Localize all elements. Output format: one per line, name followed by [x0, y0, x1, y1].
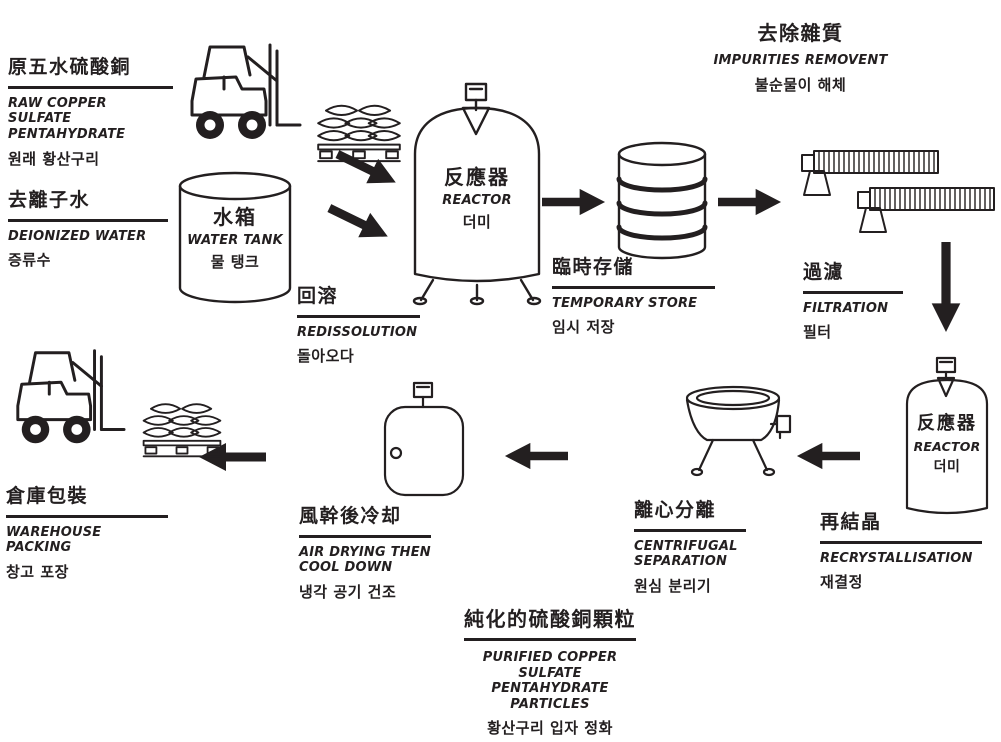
label-recrystallisation: 再結晶 RECRYSTALLISATION 재결정: [820, 511, 982, 592]
label-raw-material-zh: 原五水硫酸銅: [8, 56, 173, 89]
reactor-right-label: 反應器 REACTOR 더미: [903, 413, 991, 476]
label-raw-material-en: RAW COPPER SULFATE PENTAHYDRATE: [8, 95, 126, 143]
arrow-reactor-to-store-icon: [542, 186, 606, 218]
label-impurities: 去除雜質 IMPURITIES REMOVENT 불순물이 해체: [688, 22, 913, 95]
pallet-stack-icon: [316, 97, 402, 165]
water-tank-icon: [177, 170, 293, 306]
label-centrifugal-en: CENTRIFUGAL SEPARATION: [634, 538, 738, 570]
reactor-top-zh: 反應器: [444, 165, 510, 189]
label-purified-en: PURIFIED COPPER SULFATE PENTAHYDRATE PAR…: [482, 650, 618, 712]
label-air-drying-en: AIR DRYING THEN COOL DOWN: [299, 544, 431, 576]
label-raw-material-ko: 원래 황산구리: [8, 149, 100, 168]
label-centrifugal-zh: 離心分離: [634, 499, 746, 532]
label-warehouse-ko: 창고 포장: [6, 563, 69, 582]
label-purified-ko: 황산구리 입자 정화: [487, 719, 613, 738]
water-tank-zh: 水箱: [213, 205, 257, 229]
label-redissolution-zh: 回溶: [297, 285, 420, 318]
label-impurities-ko: 불순물이 해체: [754, 75, 847, 94]
label-temporary-store: 臨時存儲 TEMPORARY STORE 임시 저장: [552, 256, 715, 337]
label-warehouse-packing: 倉庫包裝 WAREHOUSE PACKING 창고 포장: [6, 485, 168, 582]
reactor-right-zh: 反應器: [917, 413, 977, 434]
pallet-stack-icon: [140, 396, 224, 460]
label-redissolution: 回溶 REDISSOLUTION 돌아오다: [297, 285, 420, 366]
label-purified-zh: 純化的硫酸銅顆粒: [464, 608, 636, 641]
label-impurities-zh: 去除雜質: [757, 21, 844, 45]
label-recrystallisation-en: RECRYSTALLISATION: [820, 550, 973, 566]
reactor-top-label: 反應器 REACTOR 더미: [407, 166, 547, 232]
water-tank-ko: 물 탱크: [210, 252, 260, 271]
label-temporary-store-ko: 임시 저장: [552, 318, 615, 337]
label-centrifugal-separation: 離心分離 CENTRIFUGAL SEPARATION 원심 분리기: [634, 499, 746, 596]
centrifuge-icon: [683, 384, 795, 482]
label-warehouse-en: WAREHOUSE PACKING: [6, 524, 102, 556]
arrow-store-to-filtration-icon: [718, 186, 782, 218]
arrow-water-to-reactor-icon: [320, 192, 397, 252]
label-air-drying: 風幹後冷却 AIR DRYING THEN COOL DOWN 냉각 공기 건조: [299, 505, 431, 602]
label-redissolution-ko: 돌아오다: [297, 347, 355, 366]
reactor-icon: [407, 82, 547, 306]
reactor-right-ko: 더미: [933, 458, 961, 475]
label-deionized-water-zh: 去離子水: [8, 189, 168, 222]
drying-vessel-icon: [383, 381, 465, 497]
label-raw-material: 原五水硫酸銅 RAW COPPER SULFATE PENTAHYDRATE 원…: [8, 56, 173, 169]
water-tank-en: WATER TANK: [187, 233, 283, 248]
label-purified-product: 純化的硫酸銅顆粒 PURIFIED COPPER SULFATE PENTAHY…: [430, 608, 670, 738]
arrow-reactor-to-centrifuge-icon: [796, 440, 860, 472]
arrow-dryer-to-warehouse-icon: [196, 440, 268, 474]
reactor-right-en: REACTOR: [913, 438, 981, 454]
storage-drum-icon: [616, 141, 708, 263]
filter-conveyor-icon: [856, 182, 996, 236]
label-air-drying-ko: 냉각 공기 건조: [299, 583, 397, 602]
label-deionized-water-en: DEIONIZED WATER: [8, 228, 147, 244]
label-air-drying-zh: 風幹後冷却: [299, 505, 431, 538]
water-tank-label: 水箱 WATER TANK 물 탱크: [177, 206, 293, 272]
label-filtration-en: FILTRATION: [803, 300, 889, 316]
label-temporary-store-zh: 臨時存儲: [552, 256, 715, 289]
label-deionized-water: 去離子水 DEIONIZED WATER 증류수: [8, 189, 168, 270]
label-warehouse-zh: 倉庫包裝: [6, 485, 168, 518]
label-recrystallisation-zh: 再結晶: [820, 511, 982, 544]
label-filtration-zh: 過濾: [803, 261, 903, 294]
label-deionized-water-ko: 증류수: [8, 251, 51, 270]
label-filtration: 過濾 FILTRATION 필터: [803, 261, 903, 342]
label-temporary-store-en: TEMPORARY STORE: [552, 295, 698, 311]
arrow-raw-to-reactor-icon: [330, 139, 404, 198]
forklift-icon: [180, 40, 302, 146]
label-impurities-en: IMPURITIES REMOVENT: [713, 53, 888, 68]
label-recrystallisation-ko: 재결정: [820, 573, 863, 592]
arrow-filtration-to-reactor-icon: [928, 242, 964, 334]
reactor-top-en: REACTOR: [442, 193, 512, 208]
filter-conveyor-icon: [800, 145, 940, 199]
label-centrifugal-ko: 원심 분리기: [634, 577, 712, 596]
forklift-icon: [6, 346, 126, 450]
reactor-icon: [903, 356, 991, 522]
reactor-top-ko: 더미: [462, 212, 492, 231]
label-filtration-ko: 필터: [803, 323, 832, 342]
label-redissolution-en: REDISSOLUTION: [297, 324, 418, 340]
arrow-centrifuge-to-dryer-icon: [504, 440, 568, 472]
